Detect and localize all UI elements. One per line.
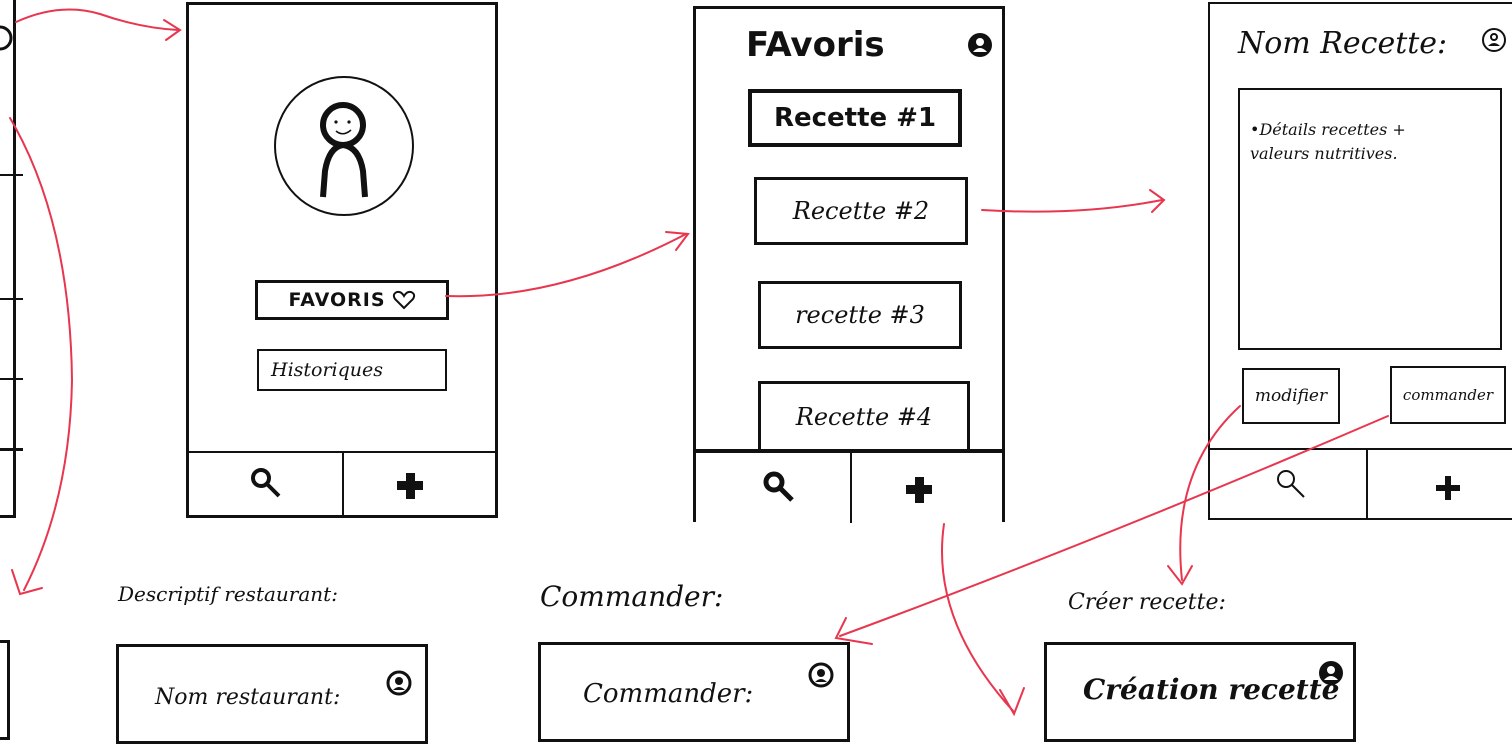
page-title: FAvoris — [746, 25, 885, 65]
arrow-to-recette — [981, 199, 1163, 213]
user-icon[interactable] — [385, 669, 413, 697]
list-item[interactable]: Recette #4 — [758, 381, 970, 453]
creation-title: Création recette — [1083, 673, 1340, 706]
arrowhead — [999, 687, 1025, 717]
list-item-label: recette #3 — [795, 301, 925, 329]
divider — [0, 378, 23, 380]
commander-button[interactable]: commander — [1390, 366, 1506, 424]
section-label-commander: Commander: — [540, 580, 724, 613]
favoris-screen: FAvoris Recette #1 Recette #2 recette #3… — [693, 6, 1005, 523]
nav-divider — [1366, 450, 1368, 520]
divider — [0, 298, 23, 300]
historiques-button[interactable]: Historiques — [257, 349, 447, 391]
arrowhead — [1167, 565, 1193, 586]
commander-label: commander — [1402, 386, 1494, 404]
list-item-label: Recette #4 — [795, 403, 933, 431]
favoris-label: FAVORIS — [288, 289, 386, 311]
nav-divider — [342, 453, 344, 517]
bottom-nav — [1210, 448, 1512, 520]
section-label-descriptif: Descriptif restaurant: — [118, 582, 338, 606]
user-icon[interactable] — [1317, 659, 1345, 687]
list-item-label: Recette #1 — [773, 103, 937, 133]
arrow-modifier-to-creer — [1179, 405, 1241, 581]
arrow-to-favoris — [445, 233, 687, 298]
list-item[interactable]: recette #3 — [758, 281, 962, 349]
user-icon[interactable] — [966, 31, 994, 59]
list-item[interactable]: Recette #2 — [754, 177, 968, 245]
modifier-button[interactable]: modifier — [1242, 368, 1340, 424]
favoris-button[interactable]: FAVORIS — [255, 280, 449, 320]
details-box: •Détails recettes + valeurs nutritives. — [1238, 88, 1502, 350]
arrow-commander-to-commander — [839, 415, 1389, 637]
search-icon[interactable] — [762, 471, 796, 505]
partial-left-screen — [0, 0, 23, 518]
bottom-nav — [696, 449, 1002, 523]
arrow-left-down — [9, 117, 74, 591]
list-item-label: Recette #2 — [792, 197, 930, 225]
plus-icon[interactable] — [1434, 474, 1462, 502]
arrow-to-profile — [15, 8, 179, 31]
search-icon[interactable] — [1274, 468, 1308, 502]
historiques-label: Historiques — [271, 359, 384, 381]
commander-title: Commander: — [583, 679, 754, 709]
bottom-nav — [189, 451, 495, 517]
user-icon[interactable] — [1480, 26, 1508, 54]
plus-icon[interactable] — [904, 475, 934, 505]
nav-divider — [850, 453, 852, 523]
arrow-plus-to-creation — [941, 523, 1015, 713]
divider — [0, 174, 23, 176]
list-item[interactable]: Recette #1 — [748, 89, 962, 147]
arrowhead — [11, 569, 43, 596]
avatar — [274, 76, 414, 216]
arrowhead — [834, 617, 873, 645]
arrowhead — [665, 231, 690, 251]
arrowhead — [1149, 189, 1166, 213]
search-icon[interactable] — [249, 467, 283, 501]
flow-arrows — [9, 8, 1389, 717]
recette-detail-screen: Nom Recette: •Détails recettes + valeurs… — [1208, 2, 1512, 520]
heart-icon — [392, 290, 415, 310]
user-icon[interactable] — [0, 24, 14, 52]
details-text: •Détails recettes + valeurs nutritives. — [1250, 120, 1406, 163]
profile-screen: FAVORIS Historiques — [186, 2, 498, 518]
section-label-creer: Créer recette: — [1068, 590, 1226, 615]
plus-icon[interactable] — [395, 471, 425, 501]
arrowhead — [163, 19, 182, 41]
divider — [0, 448, 23, 451]
user-icon[interactable] — [807, 661, 835, 689]
restaurant-title: Nom restaurant: — [155, 685, 341, 710]
page-title: Nom Recette: — [1238, 26, 1448, 61]
modifier-label: modifier — [1254, 386, 1328, 406]
